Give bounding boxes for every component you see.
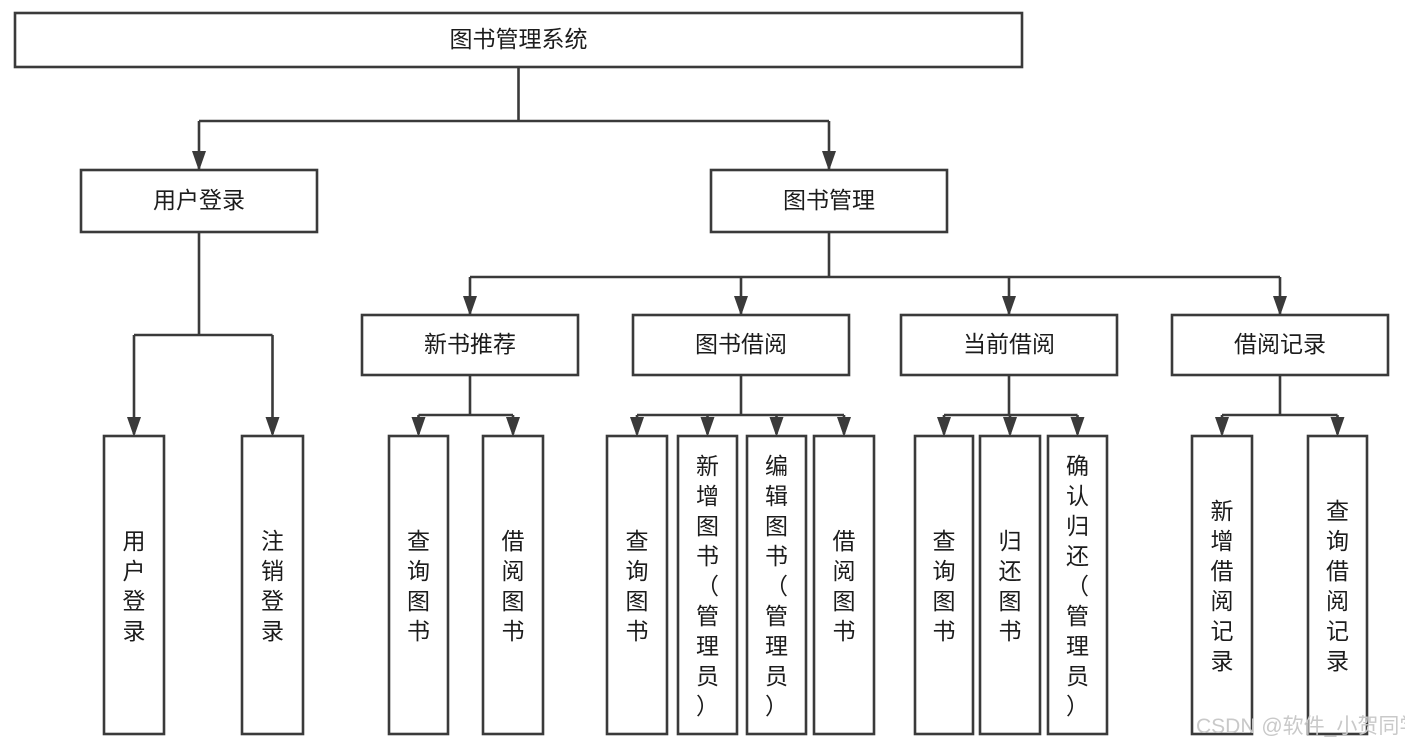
- arrow-head: [734, 296, 748, 316]
- node-label: 新增借阅记录: [1211, 498, 1234, 674]
- node-box: [1306, 434, 1369, 736]
- node-user-login[interactable]: 用户登录: [79, 168, 319, 234]
- node-leaf-query-book-2[interactable]: 查询图书: [605, 434, 669, 736]
- node-box: [481, 434, 545, 736]
- node-box: [102, 434, 166, 736]
- node-label: 用户登录: [123, 528, 146, 644]
- node-box: [1190, 434, 1254, 736]
- arrow-head: [837, 417, 851, 437]
- node-label: 查询图书: [407, 528, 430, 644]
- node-leaf-add-book[interactable]: 新增图书（管理员）: [676, 434, 739, 736]
- arrow-head: [700, 417, 715, 437]
- node-box: [899, 313, 1119, 377]
- node-box: [387, 434, 450, 736]
- arrow-head: [630, 417, 644, 437]
- node-label: 图书借阅: [695, 331, 787, 357]
- node-leaf-return-book[interactable]: 归还图书: [978, 434, 1042, 736]
- node-box: [676, 434, 739, 736]
- arrow-head: [127, 417, 141, 437]
- node-label: 当前借阅: [963, 331, 1055, 357]
- arrow-head: [1002, 296, 1016, 316]
- node-book-borrow[interactable]: 图书借阅: [631, 313, 851, 377]
- node-leaf-edit-book[interactable]: 编辑图书（管理员）: [745, 434, 808, 736]
- arrow-head: [192, 151, 206, 171]
- node-leaf-user-login[interactable]: 用户登录: [102, 434, 166, 736]
- arrow-head: [1003, 417, 1017, 437]
- node-leaf-query-book-1[interactable]: 查询图书: [387, 434, 450, 736]
- csdn-watermark: CSDN @软件_小贺同学: [1196, 715, 1405, 738]
- node-label: 借阅记录: [1234, 331, 1326, 357]
- arrow-head: [1215, 417, 1229, 437]
- arrow-head: [822, 151, 836, 171]
- node-label: 借阅图书: [833, 528, 856, 644]
- node-label: 新书推荐: [424, 331, 516, 357]
- node-box: [240, 434, 305, 736]
- node-box: [913, 434, 975, 736]
- node-label: 新增图书（管理员）: [696, 453, 719, 719]
- node-current-borrow[interactable]: 当前借阅: [899, 313, 1119, 377]
- arrow-head: [1273, 296, 1287, 316]
- node-box: [745, 434, 808, 736]
- arrow-head: [1070, 417, 1085, 437]
- node-label: 查询图书: [626, 528, 649, 644]
- node-leaf-logout[interactable]: 注销登录: [240, 434, 305, 736]
- node-label: 查询借阅记录: [1326, 498, 1349, 674]
- arrow-head: [506, 417, 520, 437]
- arrow-head: [769, 417, 784, 437]
- node-box: [978, 434, 1042, 736]
- node-label: 借阅图书: [502, 528, 525, 644]
- node-borrow-record[interactable]: 借阅记录: [1170, 313, 1390, 377]
- node-leaf-query-book-3[interactable]: 查询图书: [913, 434, 975, 736]
- node-label: 归还图书: [999, 528, 1022, 644]
- node-box: [13, 11, 1024, 69]
- edge-layer: [127, 67, 1345, 437]
- node-box: [812, 434, 876, 736]
- node-new-book-recommend[interactable]: 新书推荐: [360, 313, 580, 377]
- node-leaf-borrow-book-1[interactable]: 借阅图书: [481, 434, 545, 736]
- arrow-head: [937, 417, 951, 437]
- node-box: [79, 168, 319, 234]
- arrow-head: [1330, 417, 1345, 437]
- node-label: 确认归还（管理员）: [1066, 453, 1089, 719]
- node-label: 编辑图书（管理员）: [765, 453, 788, 719]
- node-box: [709, 168, 949, 234]
- node-box: [360, 313, 580, 377]
- node-label: 用户登录: [153, 187, 245, 213]
- node-label: 注销登录: [261, 528, 284, 644]
- node-leaf-query-borrow-record[interactable]: 查询借阅记录: [1306, 434, 1369, 736]
- node-box: [605, 434, 669, 736]
- arrow-head: [265, 417, 280, 437]
- node-box: [1046, 434, 1109, 736]
- node-box: [1170, 313, 1390, 377]
- node-root[interactable]: 图书管理系统: [13, 11, 1024, 69]
- node-box: [631, 313, 851, 377]
- arrow-head: [411, 417, 426, 437]
- node-label: 图书管理系统: [450, 26, 588, 52]
- node-label: 查询图书: [933, 528, 956, 644]
- node-book-manage[interactable]: 图书管理: [709, 168, 949, 234]
- node-leaf-confirm-return[interactable]: 确认归还（管理员）: [1046, 434, 1109, 736]
- arrow-head: [463, 296, 477, 316]
- node-leaf-borrow-book-2[interactable]: 借阅图书: [812, 434, 876, 736]
- node-leaf-add-borrow-record[interactable]: 新增借阅记录: [1190, 434, 1254, 736]
- node-layer: 图书管理系统用户登录图书管理新书推荐图书借阅当前借阅借阅记录用户登录注销登录查询…: [13, 11, 1390, 736]
- node-label: 图书管理: [783, 187, 875, 213]
